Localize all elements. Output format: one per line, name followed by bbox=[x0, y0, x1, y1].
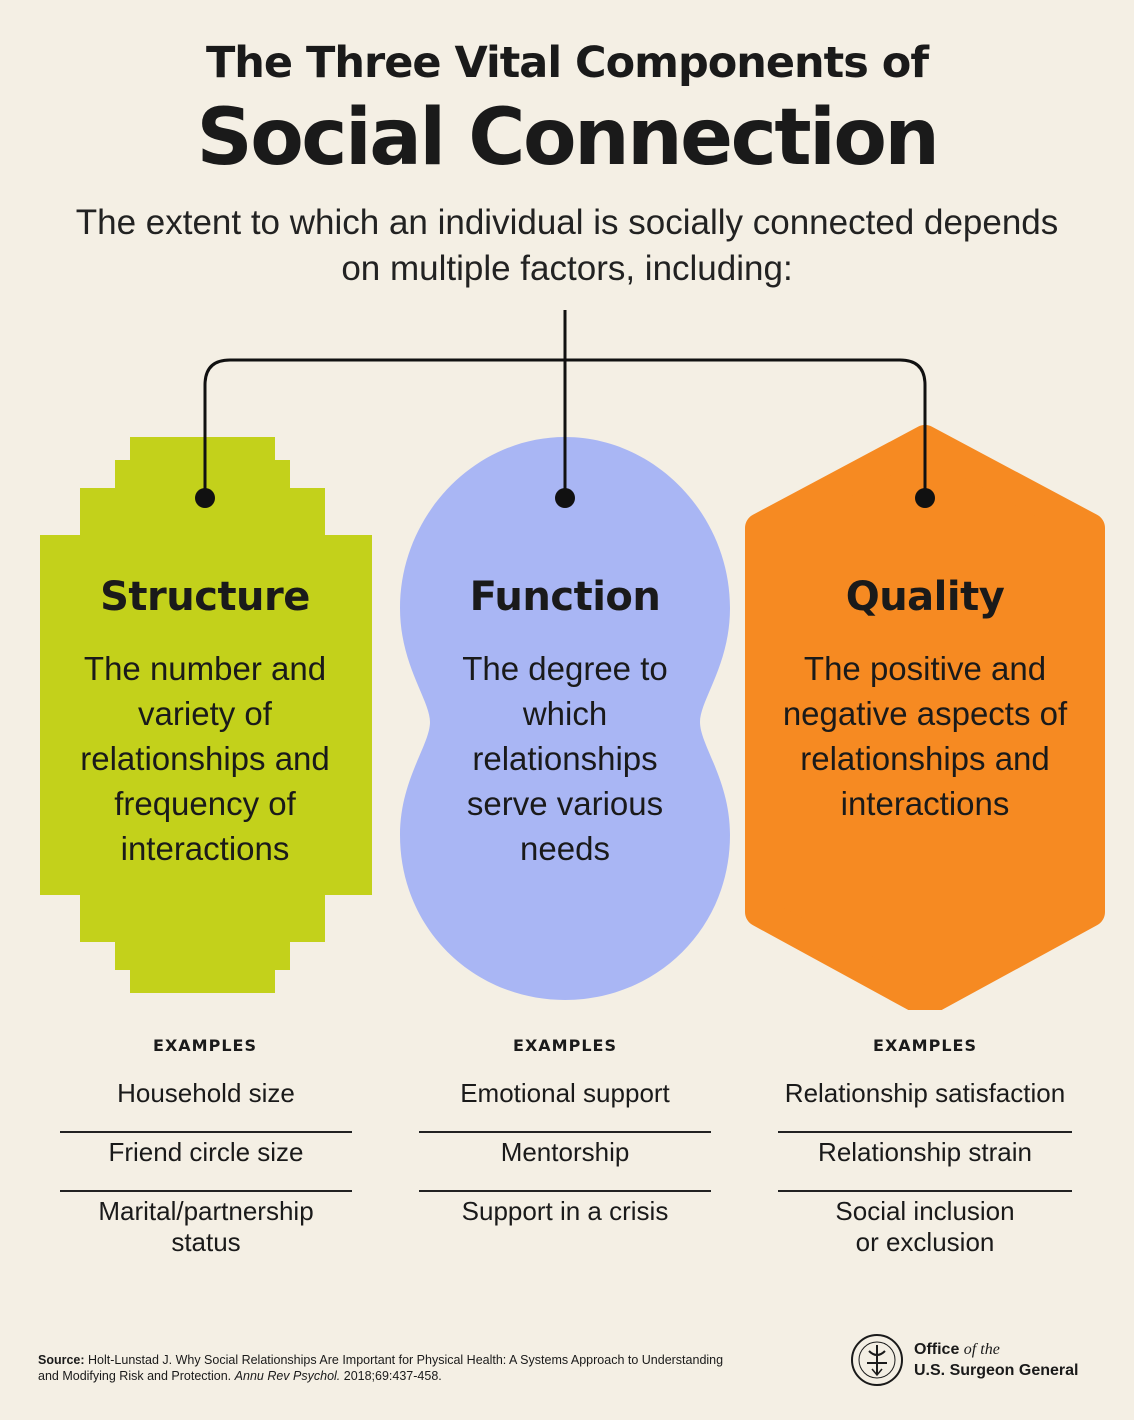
quality-examples-list: Relationship satisfaction Relationship s… bbox=[760, 1074, 1090, 1257]
structure-examples-list: Household size Friend circle size Marita… bbox=[60, 1074, 352, 1257]
source-year: 2018;69:437-458. bbox=[343, 1369, 442, 1383]
quality-description: The positive and negative aspects of rel… bbox=[782, 650, 1068, 822]
list-item: Mentorship bbox=[419, 1133, 711, 1192]
office-logo-text: Office of the U.S. Surgeon General bbox=[914, 1339, 1078, 1381]
source-text: Holt-Lunstad J. Why Social Relationships… bbox=[38, 1353, 724, 1383]
office-word: Office bbox=[914, 1341, 960, 1358]
list-item: Relationship strain bbox=[778, 1133, 1072, 1192]
list-item: Support in a crisis bbox=[461, 1196, 669, 1226]
list-item: Friend circle size bbox=[60, 1133, 352, 1192]
quality-title: Quality bbox=[845, 574, 1005, 620]
list-item: Household size bbox=[60, 1074, 352, 1133]
source-citation: Source: Holt-Lunstad J. Why Social Relat… bbox=[38, 1352, 738, 1384]
surgeon-general-seal-icon bbox=[851, 1334, 903, 1386]
function-shape bbox=[400, 437, 730, 1000]
function-description: The degree to which relationships serve … bbox=[462, 650, 668, 867]
function-examples-heading: EXAMPLES bbox=[513, 1036, 617, 1055]
components-diagram bbox=[40, 310, 1105, 1010]
connector-dot-quality bbox=[915, 488, 935, 508]
structure-shape bbox=[40, 437, 372, 993]
quality-shape bbox=[745, 425, 1105, 1010]
structure-title: Structure bbox=[100, 574, 310, 620]
quality-examples-heading: EXAMPLES bbox=[873, 1036, 977, 1055]
structure-description: The number and variety of relationships … bbox=[80, 650, 330, 867]
office-name: U.S. Surgeon General bbox=[914, 1362, 1079, 1379]
list-item: Relationship satisfaction bbox=[778, 1074, 1072, 1133]
source-journal: Annu Rev Psychol. bbox=[234, 1369, 341, 1383]
source-label: Source: bbox=[38, 1353, 85, 1367]
page-title: Social Connection bbox=[196, 93, 940, 183]
function-title: Function bbox=[469, 574, 661, 620]
subtitle: The extent to which an individual is soc… bbox=[75, 203, 1059, 288]
connector-dot-function bbox=[555, 488, 575, 508]
structure-examples-heading: EXAMPLES bbox=[153, 1036, 257, 1055]
connector-dot-structure bbox=[195, 488, 215, 508]
function-examples-list: Emotional support Mentorship Support in … bbox=[419, 1074, 711, 1251]
list-item: Emotional support bbox=[419, 1074, 711, 1133]
office-of-the: of the bbox=[963, 1341, 1000, 1358]
list-item: Social inclusion or exclusion bbox=[835, 1196, 1015, 1257]
title-line-1: The Three Vital Components of bbox=[205, 38, 929, 88]
list-item: Marital/partnership status bbox=[98, 1196, 314, 1257]
connector-lines bbox=[203, 310, 927, 498]
